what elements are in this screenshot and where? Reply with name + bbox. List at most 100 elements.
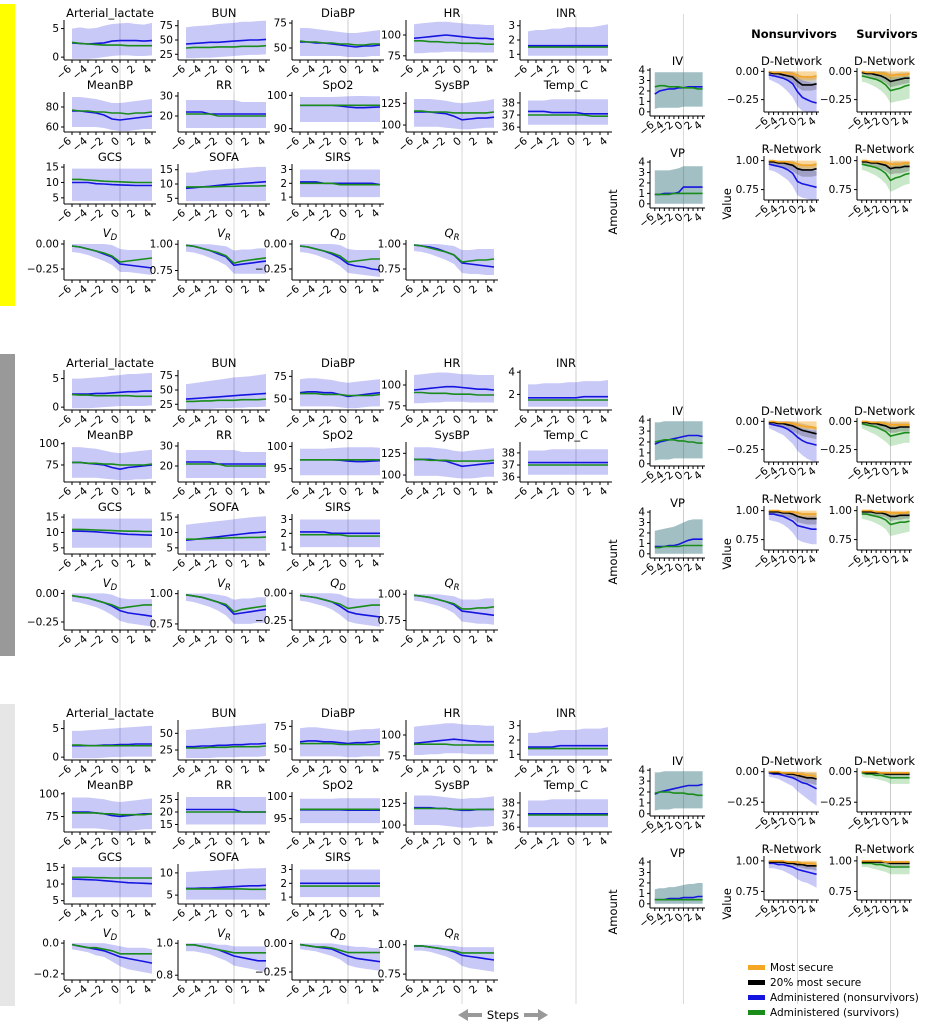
survivors-header: Survivors (856, 27, 918, 41)
x-tick-label: 2 (581, 763, 594, 776)
panel-title: D-Network (854, 54, 915, 68)
y-tick-label: 4 (638, 65, 645, 77)
blue-line (185, 38, 267, 45)
panel-title: VR (217, 576, 231, 593)
y-tick-label: 0.75 (736, 886, 759, 898)
panel-title: IV (672, 54, 683, 68)
panel-title: SOFA (209, 150, 239, 164)
green-line (186, 463, 266, 467)
x-tick-label: 2 (125, 207, 138, 220)
y-tick-label: 0.00 (736, 66, 759, 78)
green-line (299, 245, 380, 263)
y-tick-label: 1.00 (378, 589, 401, 601)
panel-title: SOFA (209, 850, 239, 864)
section-bar (0, 704, 15, 1006)
nonsurvivors-header: Nonsurvivors (751, 27, 837, 41)
green-line (299, 40, 380, 46)
y-tick-label: 75 (388, 400, 401, 412)
blue-band (300, 943, 380, 971)
x-tick-label: 4 (483, 413, 496, 427)
y-tick-label: 5 (52, 23, 59, 35)
x-tick-label: 2 (239, 283, 252, 296)
x-tick-label: 4 (255, 835, 268, 849)
x-tick-label: 2 (125, 835, 138, 848)
y-tick-label: 125 (381, 448, 401, 460)
blue-band (414, 594, 494, 625)
blue-band (300, 28, 380, 57)
green-line (300, 182, 380, 186)
y-tick-label: 2 (638, 177, 645, 189)
x-tick-label: 4 (483, 835, 496, 849)
panel-title: SpO2 (323, 78, 354, 92)
legend-label: Most secure (770, 962, 833, 974)
x-tick-label: 2 (467, 633, 480, 646)
y-tick-label: 20 (160, 807, 173, 819)
x-tick-label: 4 (483, 63, 496, 77)
y-tick-label: 2 (638, 787, 645, 799)
green-line (414, 945, 494, 954)
y-tick-label: 4 (638, 507, 645, 519)
x-tick-label: 4 (141, 485, 154, 499)
y-tick-label: −0.25 (820, 444, 852, 456)
panel-title-subscript: D (111, 583, 118, 593)
x-tick-label: 2 (239, 835, 252, 848)
y-tick-label: 0.8 (156, 970, 173, 982)
blue-band (300, 447, 380, 476)
panel-title: D-Network (854, 754, 915, 768)
orange-line (768, 770, 817, 778)
panel-title: RR (216, 78, 232, 92)
y-tick-label: 100 (381, 730, 401, 742)
blue-band (768, 860, 817, 888)
blue-band (186, 723, 266, 758)
y-tick-label: 75 (274, 371, 287, 383)
blue-line (768, 422, 817, 446)
y-tick-label: 0.00 (829, 766, 852, 778)
y-tick-label: 15 (160, 819, 173, 831)
x-tick-label: 4 (369, 835, 382, 849)
legend-label: 20% most secure (770, 977, 861, 989)
y-tick-label: 0 (638, 198, 645, 210)
green-line (186, 536, 267, 541)
panel-title-subscript: D (111, 233, 118, 243)
green-line (72, 812, 153, 816)
y-tick-label: 4 (638, 765, 645, 777)
x-tick-label: 2 (467, 835, 480, 848)
y-tick-label: 0 (638, 808, 645, 820)
green-line (186, 745, 267, 749)
orange-line (768, 420, 817, 429)
x-tick-label: −2 (314, 983, 334, 1002)
green-line (861, 862, 910, 868)
y-tick-label: 36 (502, 472, 516, 484)
section-color-bars (0, 4, 15, 1006)
orange-band (768, 771, 817, 781)
x-tick-label: 4 (692, 819, 705, 833)
green-line (861, 513, 910, 526)
x-tick-label: 2 (467, 413, 480, 426)
orange-line (768, 860, 817, 866)
x-tick-label: 4 (899, 465, 912, 479)
y-tick-label: 1.00 (150, 239, 173, 251)
x-tick-label: 2 (581, 63, 594, 76)
y-tick-label: 5 (52, 373, 59, 385)
blue-band (300, 244, 380, 277)
y-tick-label: 1 (638, 188, 645, 200)
x-tick-label: 4 (141, 557, 154, 571)
y-tick-label: 36 (502, 122, 516, 134)
x-tick-label: −2 (200, 283, 220, 302)
y-tick-label: 30 (160, 91, 173, 103)
blue-band (186, 868, 266, 900)
x-tick-label: 4 (255, 983, 268, 997)
green-line (185, 594, 267, 613)
panel-title: Arterial_lactate (66, 6, 154, 20)
x-tick-label: 4 (692, 911, 705, 925)
